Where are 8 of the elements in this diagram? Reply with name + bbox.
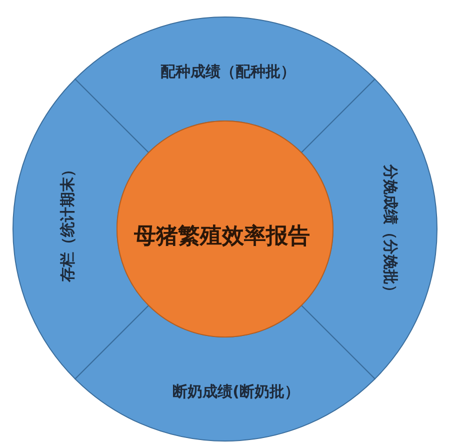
segment-label: 配种成绩（配种批） — [160, 62, 296, 82]
segment-label: 存栏（统计期末） — [58, 162, 78, 282]
ring-segment — [74, 16, 376, 154]
segment-label: 分娩成绩（分娩批） — [380, 164, 400, 300]
center-title: 母猪繁殖效率报告 — [134, 222, 310, 251]
center-circle — [116, 120, 334, 338]
segment-label: 断奶成绩(断奶批） — [172, 382, 300, 402]
ring-segment — [74, 304, 376, 442]
